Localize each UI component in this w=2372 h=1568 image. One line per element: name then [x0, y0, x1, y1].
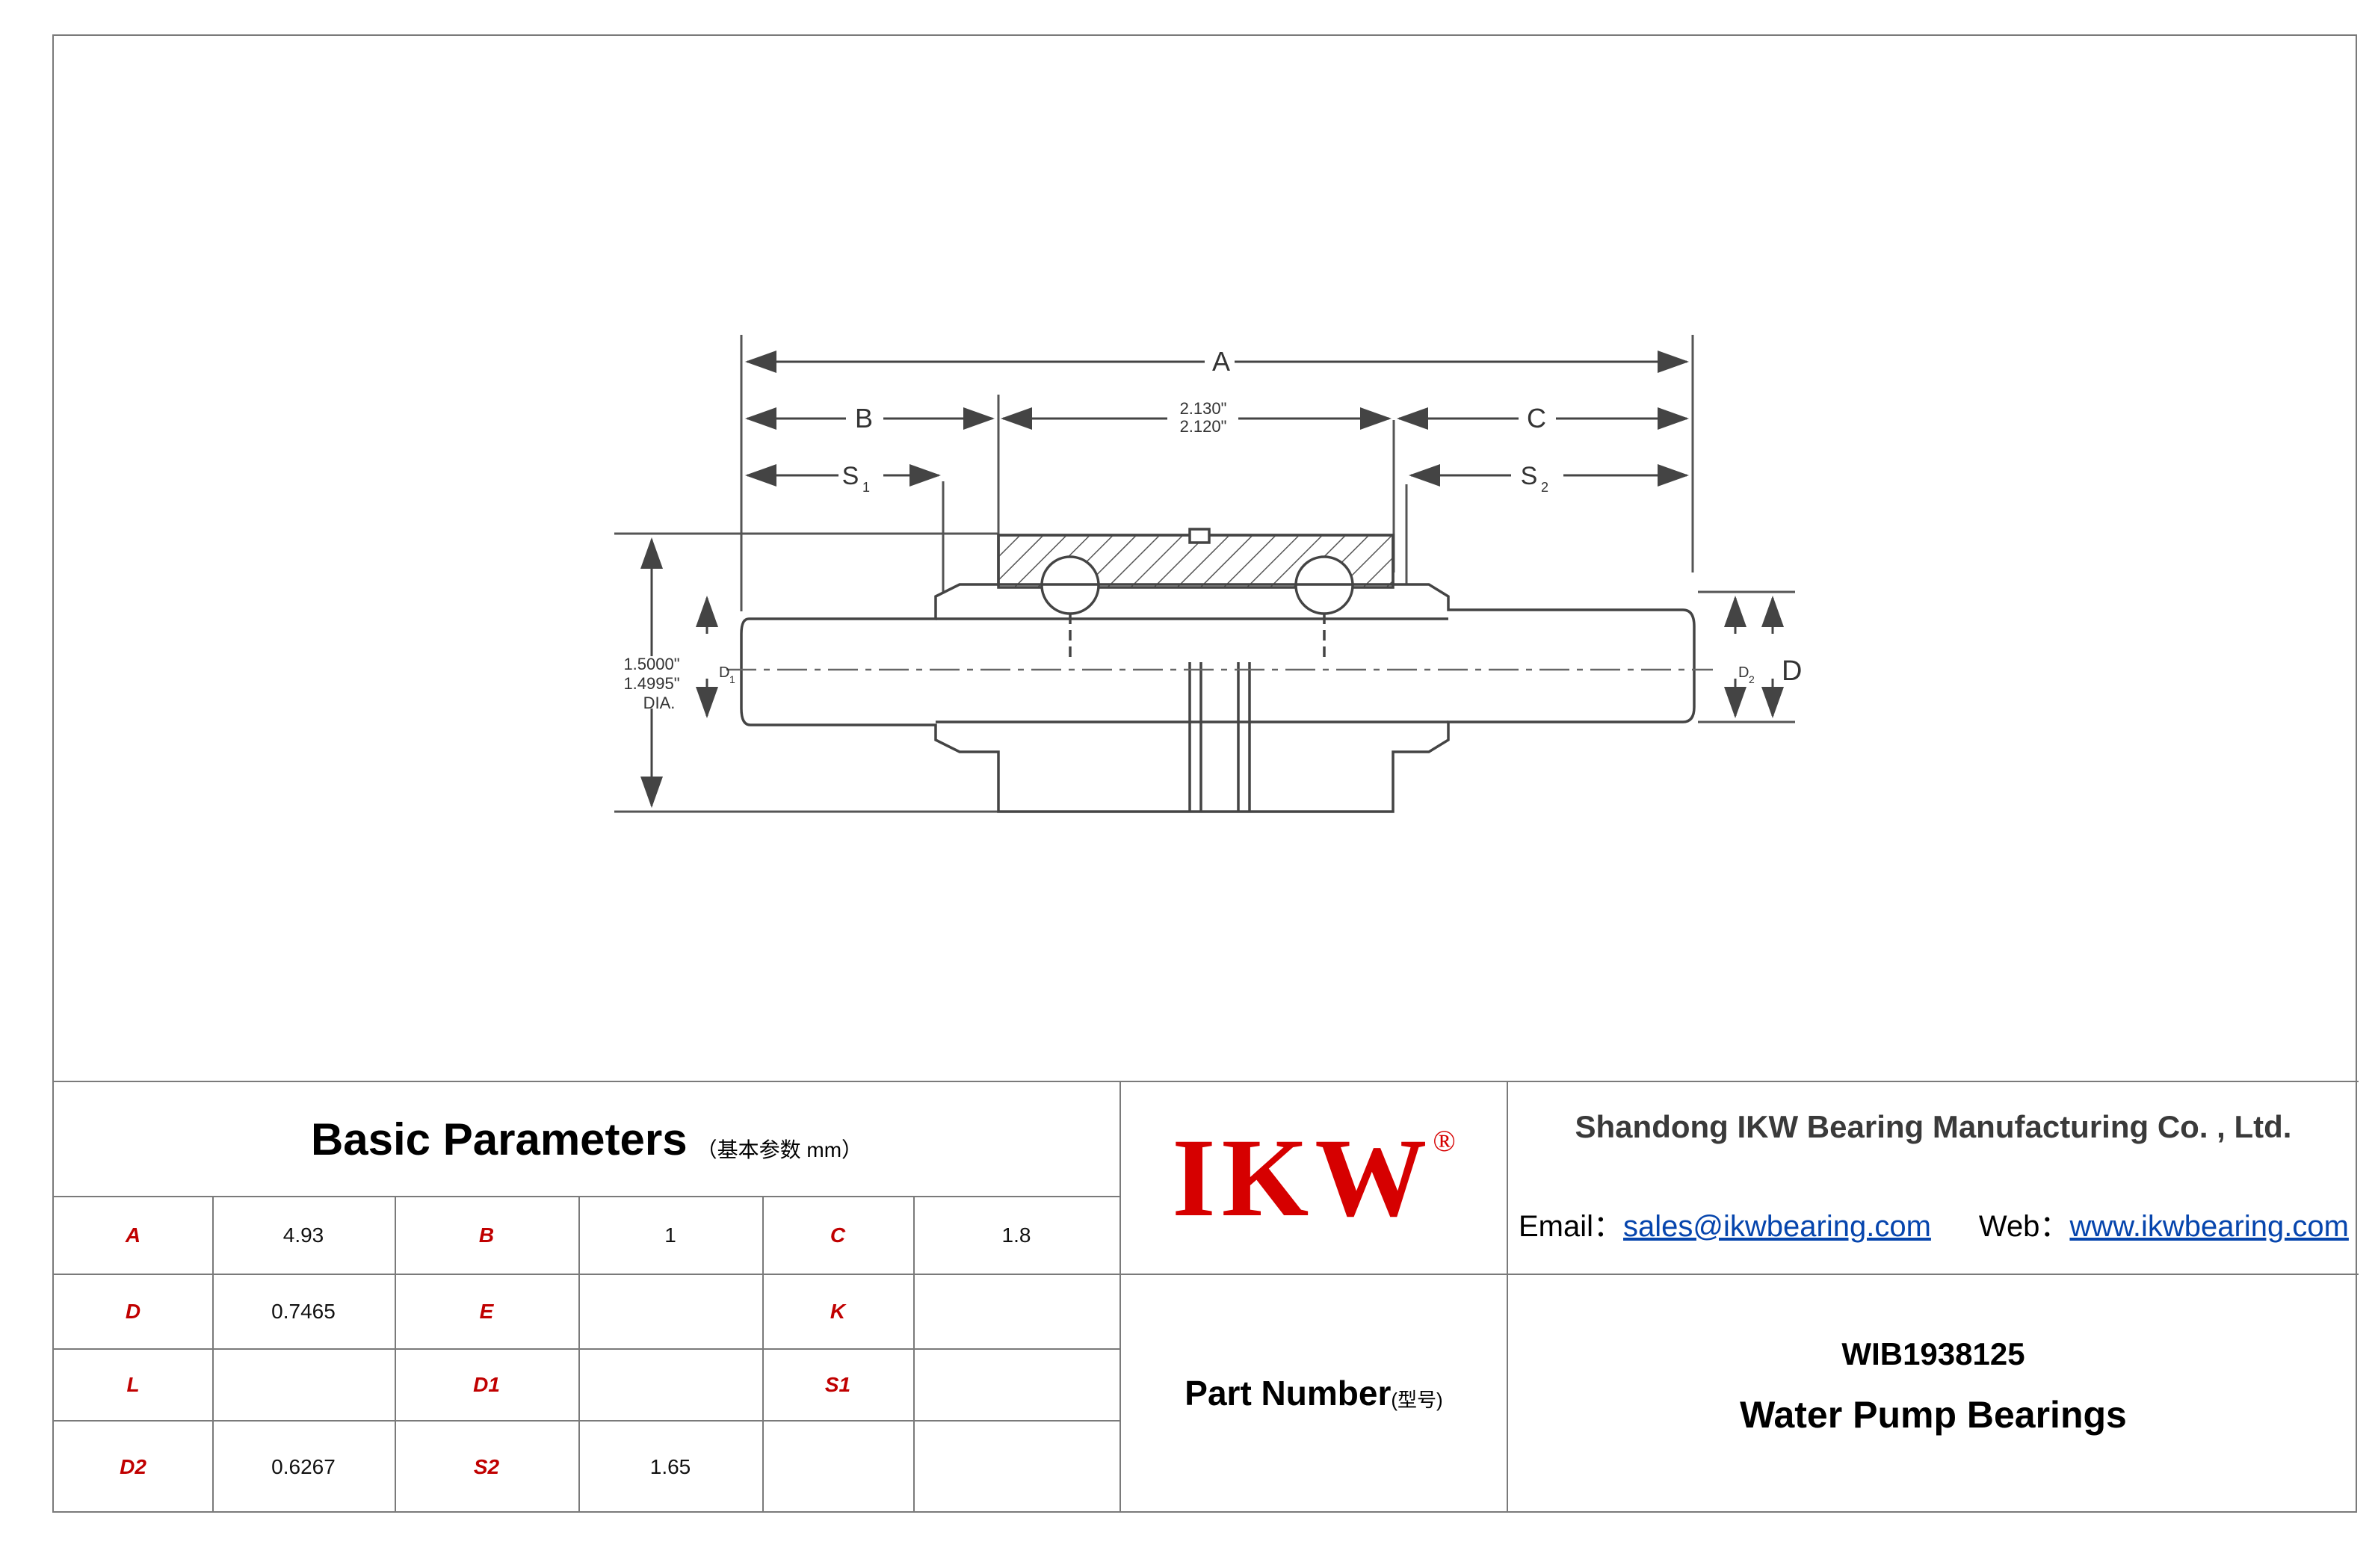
divider [54, 1348, 1119, 1350]
param-label: C [830, 1223, 846, 1247]
title-block: Basic Parameters （基本参数 mm） A 4.93 B 1 C … [54, 1081, 2359, 1513]
divider [395, 1196, 396, 1513]
registered-mark: ® [1433, 1123, 1456, 1158]
dim-d1-subscript: 1 [729, 673, 735, 685]
param-value: 4.93 [282, 1223, 324, 1247]
lower-tolerance: 2.120" [1180, 417, 1227, 436]
dim-d2-subscript: 2 [1749, 673, 1755, 685]
email-label: Email： [1519, 1210, 1624, 1243]
web-link[interactable]: www.ikwbearing.com [2069, 1210, 2349, 1243]
basic-parameters-title: Basic Parameters （基本参数 mm） [54, 1082, 1119, 1196]
divider [762, 1196, 764, 1513]
param-label [762, 1422, 913, 1513]
bearing-drawing-svg: A B C 2.130" 2.120" S 1 S 2 1.5000" 1.49… [614, 335, 1802, 813]
param-value [578, 1275, 762, 1348]
param-value: 1.65 [649, 1455, 691, 1478]
dim-a-label: A [1212, 346, 1230, 377]
param-label: K [830, 1300, 846, 1323]
basic-parameters-heading: Basic Parameters [310, 1114, 688, 1164]
extension-lines [614, 335, 1795, 813]
dim-d1-label: D [719, 664, 729, 681]
part-type: Water Pump Bearings [1740, 1394, 2127, 1436]
param-value [212, 1350, 395, 1420]
part-number-sub: (型号) [1391, 1388, 1443, 1411]
logo-text: IKW [1172, 1116, 1433, 1240]
param-label: D2 [120, 1455, 146, 1478]
dim-b-label: B [855, 403, 873, 433]
param-value [913, 1275, 1119, 1348]
dim-s1-label: S [842, 462, 859, 490]
part-info: WIB1938125 Water Pump Bearings [1508, 1274, 2359, 1513]
technical-drawing: A B C 2.130" 2.120" S 1 S 2 1.5000" 1.49… [54, 36, 2359, 1081]
dia-lower: 1.4995" [623, 674, 679, 693]
ikw-logo: IKW ® [1121, 1082, 1507, 1274]
param-label: A [125, 1223, 141, 1247]
divider [212, 1196, 214, 1513]
divider [1119, 1082, 1121, 1513]
dim-s2-subscript: 2 [1541, 480, 1548, 495]
param-value: 0.7465 [271, 1300, 336, 1323]
dim-s2-label: S [1521, 462, 1538, 490]
web-label: Web： [1978, 1210, 2070, 1243]
param-value: 0.6267 [271, 1455, 336, 1478]
dia-label: DIA. [643, 694, 676, 712]
dim-d2-label: D [1738, 664, 1749, 681]
dim-c-label: C [1527, 403, 1546, 433]
param-label: D1 [473, 1373, 500, 1396]
company-name: Shandong IKW Bearing Manufacturing Co. ,… [1575, 1109, 2292, 1144]
param-value [913, 1422, 1119, 1513]
param-value [578, 1350, 762, 1420]
bearing-body [740, 528, 1696, 813]
param-label: D [125, 1300, 141, 1323]
email-link[interactable]: sales@ikwbearing.com [1623, 1210, 1931, 1243]
param-label: S2 [473, 1455, 500, 1478]
contact-line: Email：sales@ikwbearing.com Web：www.ikwbea… [1508, 1202, 2359, 1245]
param-label: E [479, 1300, 494, 1323]
divider [913, 1196, 915, 1513]
part-number-value: WIB1938125 [1841, 1336, 2025, 1371]
dim-s1-subscript: 1 [862, 480, 870, 495]
dim-d-label: D [1782, 655, 1802, 687]
basic-parameters-unit: （基本参数 mm） [696, 1138, 863, 1161]
param-label: L [126, 1373, 140, 1396]
drawing-sheet: A B C 2.130" 2.120" S 1 S 2 1.5000" 1.49… [52, 34, 2359, 1513]
dimension-labels: A B C 2.130" 2.120" S 1 S 2 1.5000" 1.49… [623, 346, 1802, 712]
param-value: 1 [664, 1223, 676, 1247]
part-number-heading: Part Number [1185, 1374, 1392, 1413]
divider [1507, 1082, 1508, 1513]
param-value [913, 1350, 1119, 1420]
dia-upper: 1.5000" [623, 655, 679, 673]
divider [54, 1420, 1119, 1422]
dimension-arrows [640, 351, 1784, 808]
divider [578, 1196, 580, 1513]
upper-tolerance: 2.130" [1180, 399, 1227, 418]
divider [54, 1274, 2359, 1275]
param-label: S1 [824, 1373, 851, 1396]
param-label: B [478, 1223, 495, 1247]
divider [54, 1196, 1119, 1197]
part-number-label: Part Number (型号) [1121, 1274, 1507, 1513]
param-value: 1.8 [1001, 1223, 1031, 1247]
